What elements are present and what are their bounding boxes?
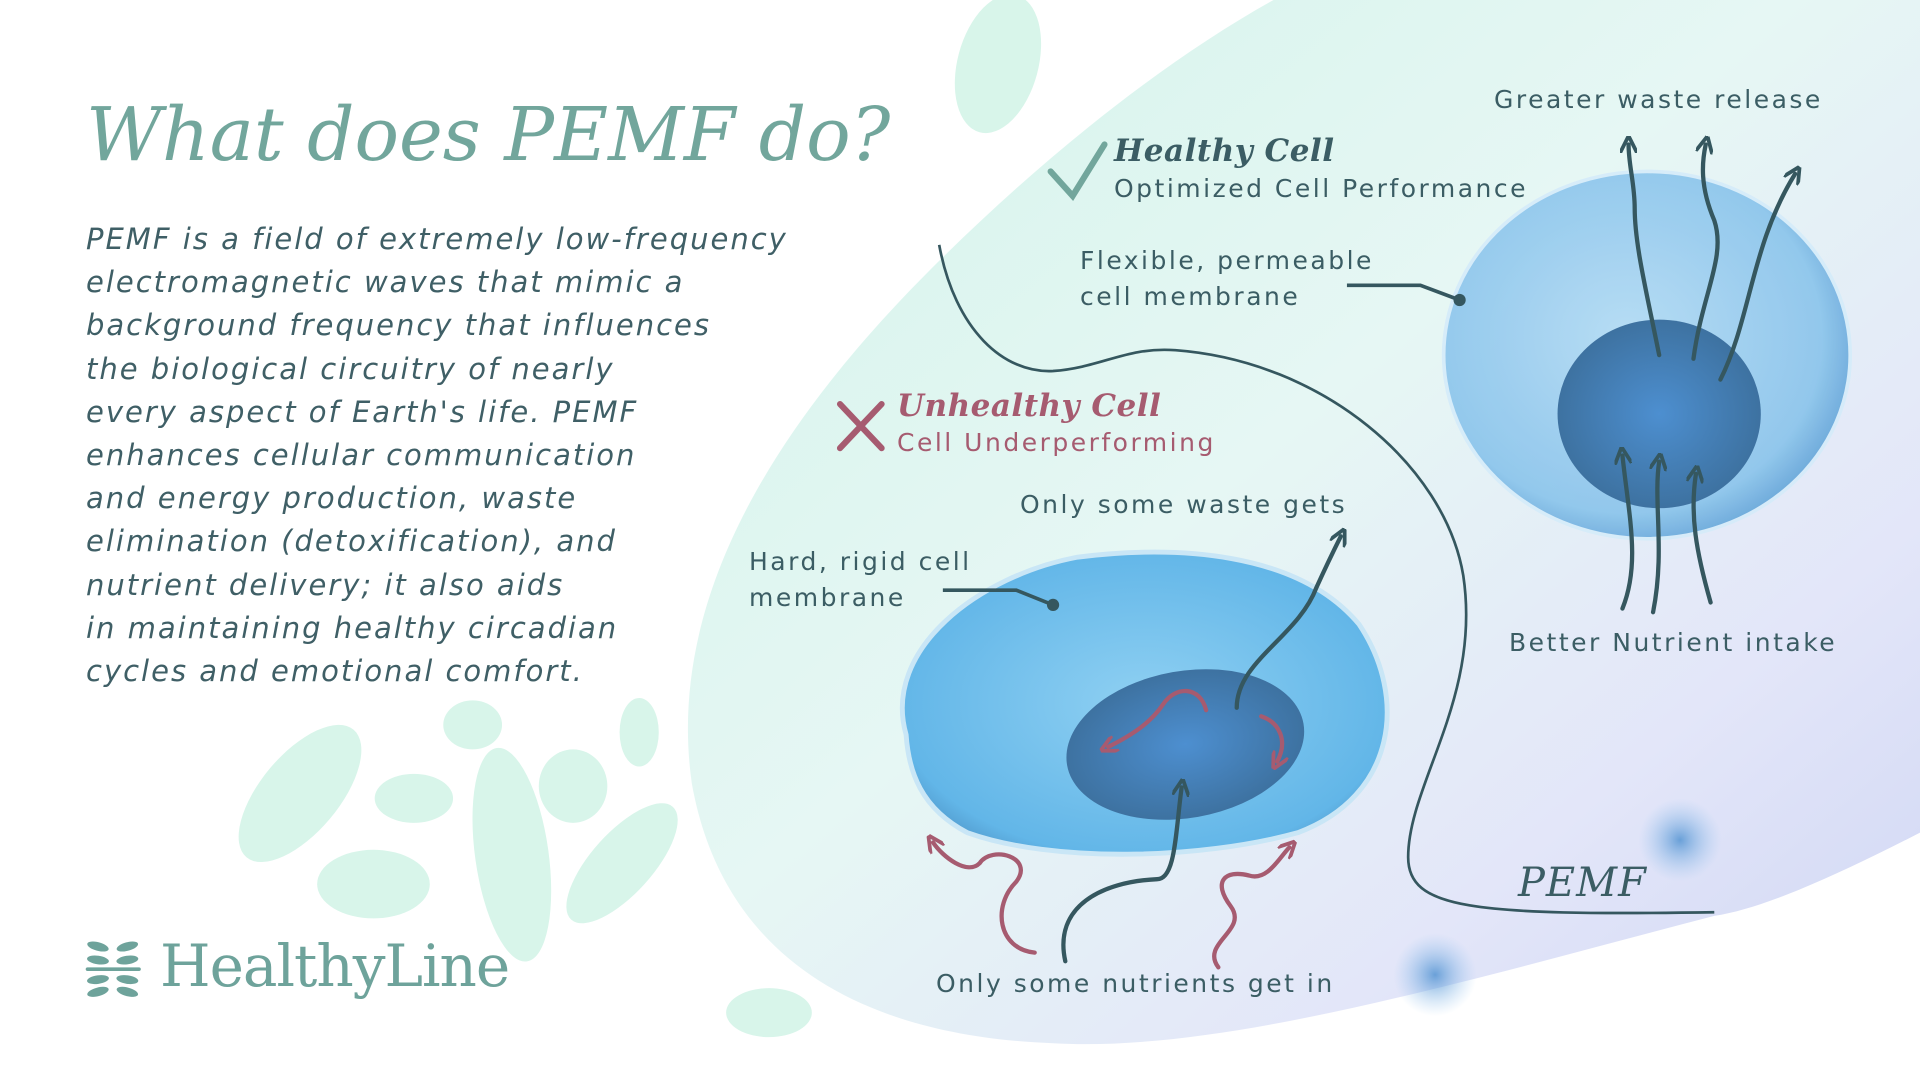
description-line: the biological circuitry of nearly bbox=[86, 351, 615, 386]
leaf-mark-icon bbox=[85, 941, 141, 997]
healthy-cell-subheading: Optimized Cell Performance bbox=[1114, 174, 1529, 203]
description-line: electromagnetic waves that mimic a bbox=[86, 265, 685, 300]
blocked-arrows bbox=[933, 688, 1289, 970]
check-icon bbox=[1047, 141, 1108, 201]
description-line: and energy production, waste bbox=[86, 481, 578, 516]
description-line: cycles and emotional comfort. bbox=[86, 654, 584, 689]
description: PEMF is a field of extremely low-frequen… bbox=[86, 218, 986, 693]
unhealthy-cell bbox=[899, 549, 1390, 857]
healthy-arrows bbox=[1622, 144, 1795, 615]
description-line: PEMF is a field of extremely low-frequen… bbox=[86, 222, 788, 256]
pemf-wave-line bbox=[937, 244, 1715, 915]
description-line: elimination (detoxification), and bbox=[86, 524, 617, 559]
greater-waste-label: Greater waste release bbox=[1494, 85, 1823, 114]
description-line: in maintaining healthy circadian bbox=[86, 610, 619, 645]
description-line: every aspect of Earth's life. PEMF bbox=[86, 394, 639, 429]
page-title: What does PEMF do? bbox=[86, 92, 891, 178]
unhealthy-cell-subheading: Cell Underperforming bbox=[897, 428, 1216, 457]
flexible-membrane-label-1: Flexible, permeable bbox=[1080, 246, 1374, 275]
flexible-membrane-label-2: cell membrane bbox=[1080, 282, 1301, 311]
rigid-membrane-label-1: Hard, rigid cell bbox=[749, 547, 972, 576]
description-line: background frequency that influences bbox=[86, 308, 711, 343]
logo-wordmark: HealthyLine bbox=[160, 932, 510, 1000]
healthy-cell-heading: Healthy Cell bbox=[1114, 133, 1335, 169]
x-icon bbox=[836, 401, 885, 452]
some-waste-label: Only some waste gets bbox=[1020, 490, 1348, 519]
unhealthy-cell-heading: Unhealthy Cell bbox=[897, 388, 1162, 424]
some-nutrients-label: Only some nutrients get in bbox=[936, 969, 1335, 998]
rigid-membrane-label-2: membrane bbox=[749, 583, 906, 612]
description-line: enhances cellular communication bbox=[86, 438, 637, 473]
membrane-leaders bbox=[942, 283, 1461, 607]
pemf-label: PEMF bbox=[1518, 860, 1647, 906]
healthy-cell bbox=[1441, 169, 1853, 541]
decorative-shapes bbox=[238, 0, 1042, 1038]
unhealthy-arrows bbox=[1061, 536, 1340, 964]
better-nutrient-label: Better Nutrient intake bbox=[1509, 628, 1838, 657]
description-line: nutrient delivery; it also aids bbox=[86, 567, 565, 602]
